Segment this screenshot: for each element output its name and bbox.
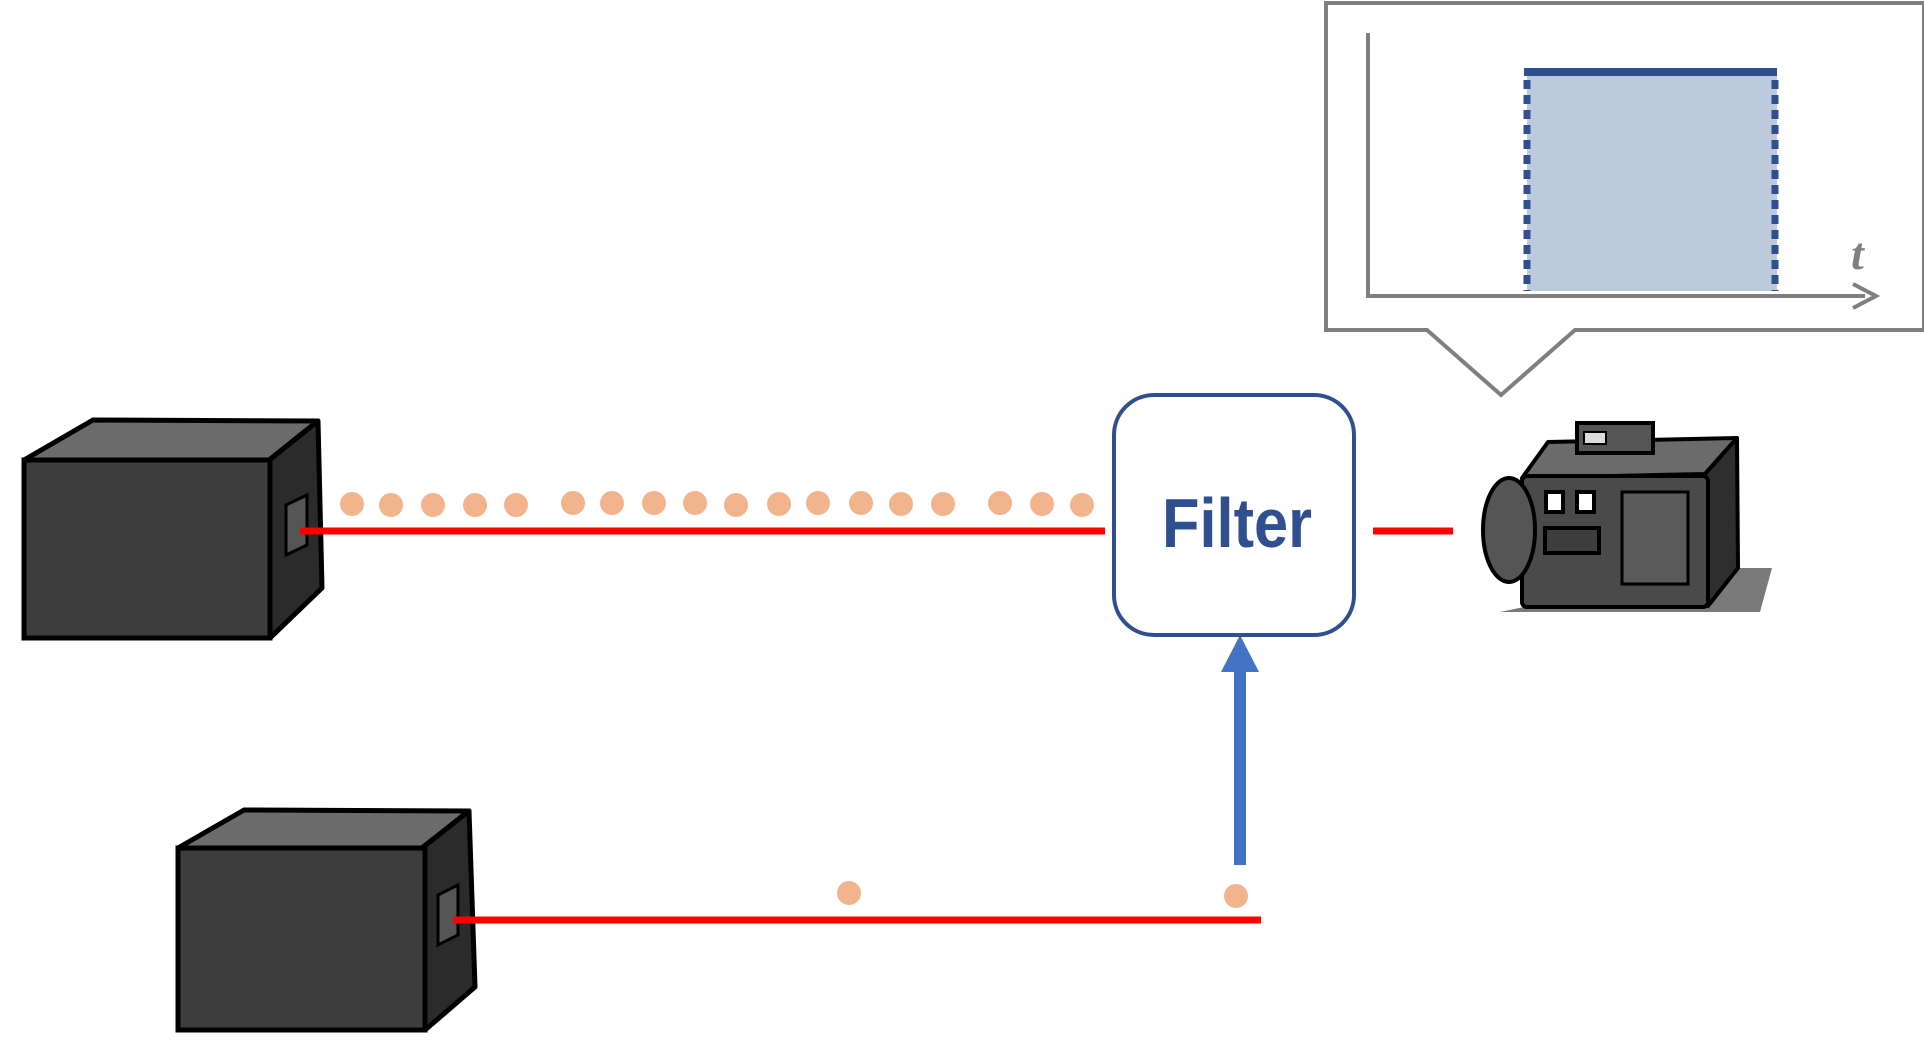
photon <box>421 493 445 517</box>
photon <box>1030 492 1054 516</box>
reference-photons <box>837 881 1248 908</box>
photon <box>806 491 830 515</box>
photon <box>931 492 955 516</box>
photon <box>642 491 666 515</box>
photon-source-box-icon <box>21 417 325 641</box>
gate-window-fill <box>1527 72 1777 291</box>
camera-door-panel <box>1620 490 1690 586</box>
ref-source-aperture <box>436 882 460 948</box>
inset-plot: t <box>1324 1 1924 398</box>
camera-viewfinder-window <box>1583 431 1607 445</box>
filter-label: Filter <box>1162 484 1312 562</box>
photon <box>504 493 528 517</box>
photon <box>988 491 1012 515</box>
signal-photons <box>340 491 1094 517</box>
reference-source-box-icon <box>175 807 478 1033</box>
photon <box>837 881 861 905</box>
camera-window-left <box>1544 490 1565 514</box>
filter-box: Filter <box>1112 393 1356 637</box>
filter-box-frame <box>1112 393 1356 637</box>
photon <box>683 491 707 515</box>
photon <box>600 491 624 515</box>
camera-icon <box>1481 421 1772 612</box>
photon <box>463 493 487 517</box>
photon <box>1224 884 1248 908</box>
ref-source-front-face <box>175 845 428 1033</box>
camera-display-panel <box>1543 526 1601 555</box>
photon <box>849 491 873 515</box>
photon <box>379 493 403 517</box>
photon <box>889 492 913 516</box>
photon <box>724 493 748 517</box>
trigger-arrow <box>1221 635 1259 865</box>
photon <box>340 492 364 516</box>
inset-axis-label: t <box>1851 228 1865 279</box>
camera-window-right <box>1575 490 1596 514</box>
photon <box>1070 493 1094 517</box>
trigger-arrow-head <box>1221 635 1259 672</box>
source-front-face <box>21 457 273 641</box>
x-axis-arrowhead <box>1852 282 1881 310</box>
photon <box>561 491 585 515</box>
photon <box>767 492 791 516</box>
source-aperture <box>284 492 309 558</box>
camera-lens <box>1481 476 1537 584</box>
